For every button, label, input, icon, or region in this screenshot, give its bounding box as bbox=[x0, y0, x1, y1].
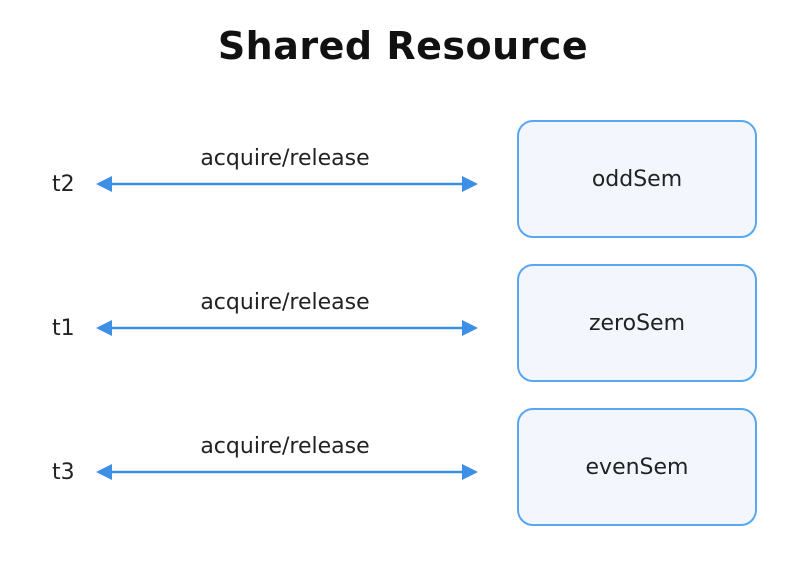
semaphore-box: zeroSem bbox=[517, 264, 757, 382]
semaphore-box: oddSem bbox=[517, 120, 757, 238]
arrow-label: acquire/release bbox=[200, 290, 370, 315]
thread-label: t1 bbox=[52, 316, 75, 341]
diagram-title: Shared Resource bbox=[217, 24, 589, 68]
double-arrow-icon bbox=[96, 176, 478, 192]
thread-label: t2 bbox=[52, 172, 75, 197]
arrow-label: acquire/release bbox=[200, 146, 370, 171]
row-even-sem: t3 acquire/release evenSem bbox=[0, 408, 806, 538]
thread-label: t3 bbox=[52, 460, 75, 485]
arrow-label: acquire/release bbox=[200, 434, 370, 459]
double-arrow-icon bbox=[96, 320, 478, 336]
double-arrow-icon bbox=[96, 464, 478, 480]
row-zero-sem: t1 acquire/release zeroSem bbox=[0, 264, 806, 394]
row-odd-sem: t2 acquire/release oddSem bbox=[0, 120, 806, 250]
semaphore-box: evenSem bbox=[517, 408, 757, 526]
